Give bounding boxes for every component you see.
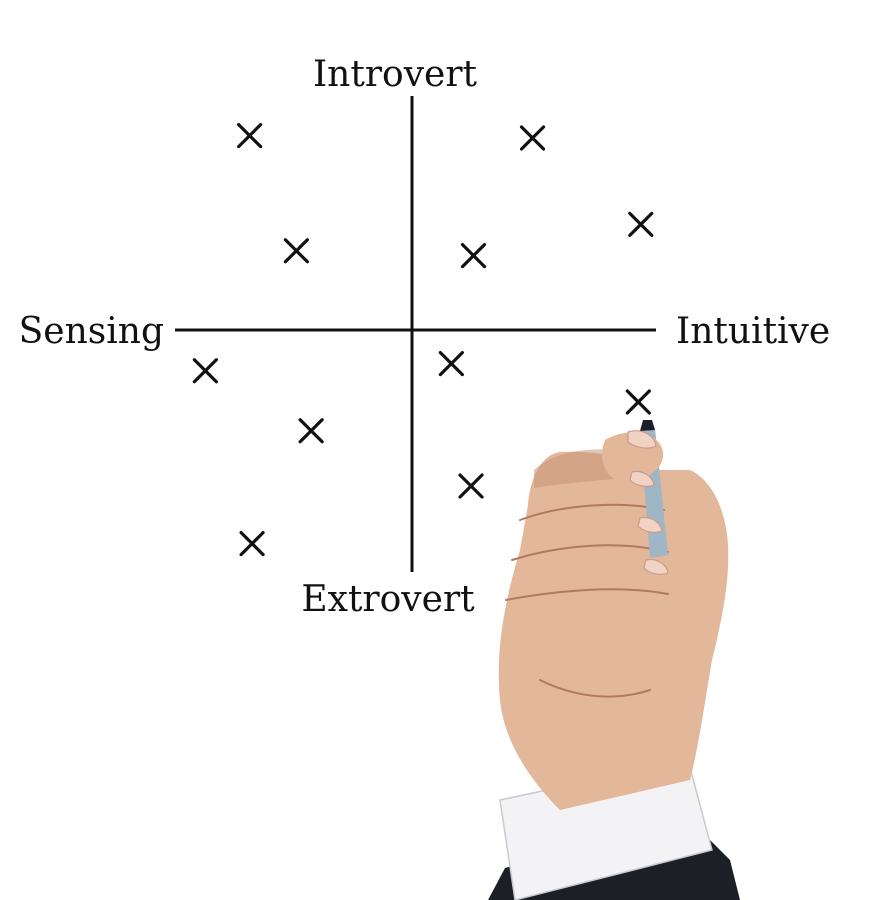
index-nail bbox=[629, 470, 655, 487]
x-mark-7 bbox=[628, 211, 654, 237]
x-mark-10-stroke-2 bbox=[625, 389, 651, 415]
x-mark-10 bbox=[625, 389, 651, 415]
x-mark-8-stroke-2 bbox=[460, 243, 487, 269]
x-mark-5-stroke-2 bbox=[239, 530, 265, 557]
x-mark-11-stroke-2 bbox=[458, 473, 484, 499]
x-mark-4-stroke-2 bbox=[298, 418, 324, 444]
thumb-nail bbox=[627, 430, 657, 449]
x-mark-1-stroke-2 bbox=[237, 122, 263, 149]
palm-crease bbox=[539, 679, 651, 698]
x-mark-6-stroke-2 bbox=[519, 125, 546, 151]
x-mark-3-stroke-2 bbox=[192, 358, 218, 384]
axis-label-right: Intuitive bbox=[676, 311, 830, 352]
x-mark-2 bbox=[283, 238, 309, 264]
ring-nail bbox=[643, 558, 669, 575]
hand-holding-marker-icon bbox=[488, 420, 740, 900]
hand-back bbox=[498, 451, 729, 810]
x-mark-1 bbox=[237, 122, 263, 149]
x-mark-6 bbox=[519, 125, 546, 151]
axis-label-left: Sensing bbox=[19, 311, 164, 352]
axis-label-top: Introvert bbox=[313, 54, 478, 95]
x-mark-9 bbox=[438, 351, 464, 377]
x-mark-4 bbox=[298, 418, 324, 444]
x-mark-3 bbox=[192, 358, 218, 384]
finger-crease-3 bbox=[505, 588, 669, 601]
x-mark-7-stroke-2 bbox=[628, 211, 654, 237]
marks-layer bbox=[192, 122, 654, 557]
x-mark-2-stroke-2 bbox=[283, 238, 309, 264]
middle-nail bbox=[637, 516, 663, 533]
x-mark-9-stroke-2 bbox=[438, 351, 464, 377]
x-mark-5 bbox=[239, 530, 265, 557]
x-mark-8 bbox=[460, 243, 487, 269]
marker-tip bbox=[640, 420, 655, 431]
axis-label-bottom: Extrovert bbox=[301, 579, 475, 620]
x-mark-11 bbox=[458, 473, 484, 499]
